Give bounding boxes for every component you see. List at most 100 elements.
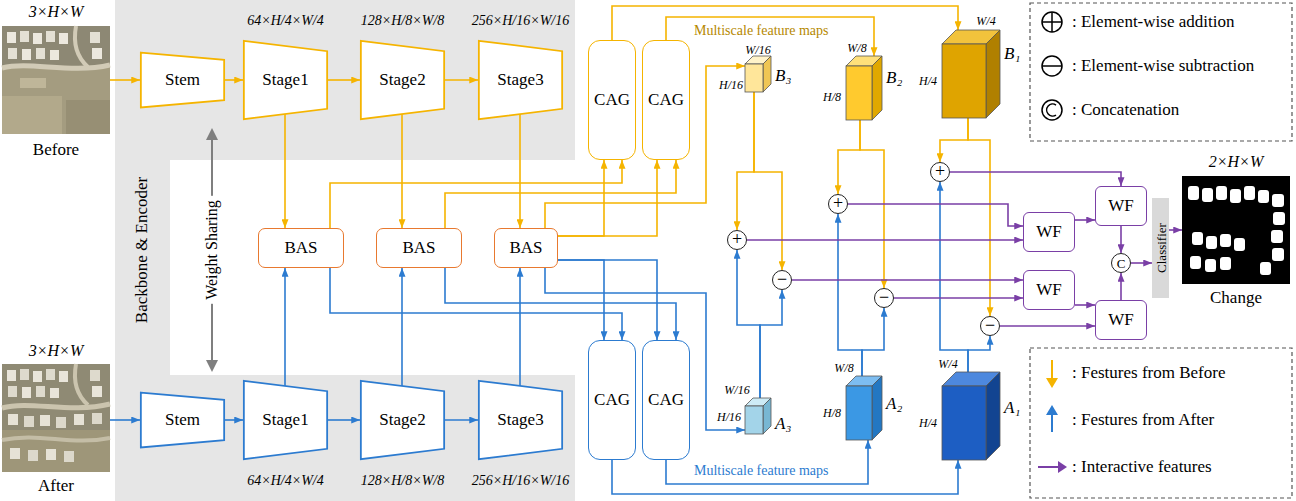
- text-holder: Stem: [165, 71, 200, 90]
- node-text: 256×H/16×W/16: [472, 13, 569, 28]
- node-text: Stage1: [262, 71, 308, 90]
- node-text: 128×H/8×W/8: [361, 13, 444, 28]
- image-frame: 3×H×WBefore: [2, 26, 110, 134]
- connector: [445, 79, 478, 81]
- text-holder: WF: [1108, 311, 1134, 330]
- node-text: Stem: [165, 71, 200, 90]
- operator-circle: +: [828, 194, 848, 214]
- text-holder: 2×H×W: [1209, 153, 1263, 171]
- node-text: W/16: [724, 384, 749, 397]
- connector: [328, 79, 360, 81]
- node-text: B₁: [1004, 45, 1020, 64]
- encoder-stage: Stage3256×H/16×W/16: [478, 40, 563, 120]
- text-holder: Stage2: [379, 71, 425, 90]
- node-text: Stage3: [497, 411, 543, 430]
- connector: [760, 290, 782, 398]
- connector: [940, 182, 968, 372]
- text-holder: : Interactive features: [1072, 458, 1212, 477]
- text-holder: C: [1117, 254, 1126, 272]
- text-holder: BAS: [402, 239, 435, 258]
- node-text: 64×H/4×W/4: [247, 473, 323, 488]
- connector: [950, 172, 1121, 186]
- connector: [401, 114, 403, 228]
- connector: [401, 268, 403, 386]
- text-holder: BAS: [509, 239, 542, 258]
- text-holder: −: [985, 316, 995, 336]
- feature-cube: A₁W/4H/4: [942, 372, 1000, 460]
- image-frame: 2×H×WChange: [1182, 176, 1290, 284]
- text-holder: W/16: [724, 380, 749, 398]
- text-holder: CAG: [594, 91, 630, 110]
- wf-box: WF: [1095, 186, 1147, 226]
- node-text: Stage2: [379, 71, 425, 90]
- text-holder: W/16: [745, 40, 770, 58]
- text-holder: H/8: [823, 403, 841, 421]
- node-text: After: [38, 477, 74, 496]
- node-text: BAS: [284, 239, 317, 258]
- operator-circle: +: [930, 162, 950, 182]
- connector: [838, 214, 862, 376]
- node-text: −: [985, 316, 995, 336]
- text-holder: A₃: [775, 415, 791, 434]
- node-text: +: [732, 230, 742, 250]
- text-holder: Stage3: [497, 411, 543, 430]
- connector: [862, 308, 884, 376]
- feature-cube: B₃W/16H/16: [745, 56, 771, 92]
- text-holder: W/4: [976, 11, 995, 29]
- connector: [666, 440, 868, 484]
- connector: [110, 79, 140, 81]
- cag-box: CAG: [588, 340, 636, 460]
- node-text: CAG: [648, 91, 684, 110]
- node-text: Before: [33, 141, 79, 160]
- node-text: Backbone & Encoder: [133, 177, 152, 323]
- encoder-stage: Stage2128×H/8×W/8: [360, 380, 445, 460]
- text-holder: +: [935, 162, 945, 182]
- feature-cube: A₂W/8H/8: [846, 376, 882, 440]
- node-text: H/8: [823, 91, 841, 104]
- annotation-label: Multiscale feature maps: [694, 463, 829, 478]
- text-holder: Multiscale feature maps: [694, 461, 829, 479]
- node-text: 2×H×W: [1209, 153, 1263, 171]
- annotation-label: Weight Sharing: [202, 196, 222, 304]
- operator-circle: −: [772, 270, 792, 290]
- node-text: H/16: [719, 79, 743, 92]
- text-holder: : Festures from After: [1072, 411, 1214, 430]
- cube-drawing: [745, 398, 771, 434]
- operator-circle: −: [874, 288, 894, 308]
- cag-box: CAG: [642, 340, 690, 460]
- node-text: WF: [1036, 281, 1062, 300]
- wf-box: WF: [1095, 300, 1147, 340]
- image-frame: 3×H×WAfter: [2, 364, 110, 472]
- node-text: B₃: [775, 67, 791, 86]
- connector: [1120, 273, 1122, 300]
- text-holder: WF: [1036, 223, 1062, 242]
- node-text: 3×H×W: [29, 342, 83, 360]
- connector: [848, 204, 1023, 226]
- connector: [612, 460, 958, 494]
- connector: [737, 92, 754, 230]
- feature-cube: B₂W/8H/8: [846, 56, 882, 120]
- legend-text: : Festures from After: [1072, 411, 1214, 430]
- text-holder: Before: [33, 141, 79, 160]
- operator-circle: +: [727, 230, 747, 250]
- node-text: Classifier: [1155, 223, 1169, 273]
- node-text: A₂: [886, 395, 902, 414]
- connector: [747, 239, 1023, 241]
- text-holder: H/4: [919, 413, 937, 431]
- node-text: BAS: [402, 239, 435, 258]
- node-text: Stage2: [379, 411, 425, 430]
- legend-arrows: [1038, 360, 1067, 473]
- text-holder: 256×H/16×W/16: [472, 471, 569, 489]
- node-text: A₁: [1004, 399, 1020, 418]
- connector: [225, 79, 243, 81]
- connector: [558, 160, 604, 236]
- text-holder: 64×H/4×W/4: [247, 11, 323, 29]
- text-holder: 64×H/4×W/4: [247, 471, 323, 489]
- text-holder: A₂: [886, 395, 902, 414]
- text-holder: 3×H×W: [29, 342, 83, 360]
- connector: [445, 419, 478, 421]
- connector: [558, 160, 657, 236]
- connector: [838, 120, 860, 194]
- connector: [754, 92, 782, 270]
- connector: [110, 419, 140, 421]
